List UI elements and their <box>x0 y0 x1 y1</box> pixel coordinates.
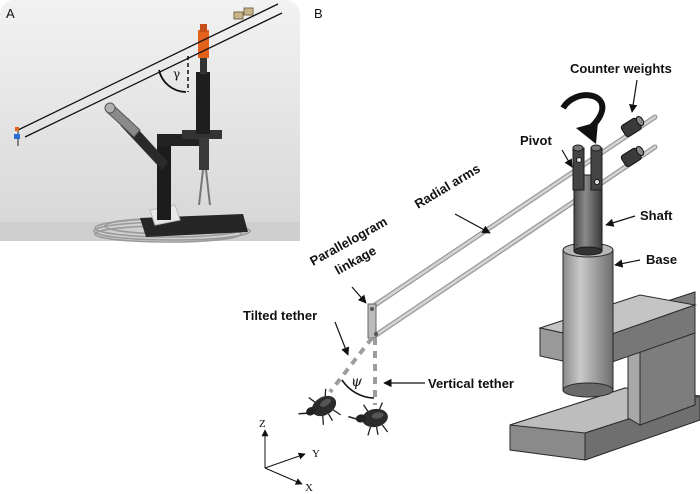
photo-counter-weights <box>233 7 254 20</box>
radial-arms <box>369 114 658 338</box>
beetle-tilted-icon <box>298 388 342 425</box>
panel-b-label: B <box>314 6 323 21</box>
vertical-tether-label: Vertical tether <box>428 376 514 391</box>
axis-x-label: X <box>305 482 313 494</box>
pivot-label: Pivot <box>520 133 552 148</box>
counter-weights <box>620 115 645 168</box>
coordinate-axes <box>261 429 306 485</box>
photo-background <box>0 0 300 241</box>
photo-panel: γ <box>0 0 300 243</box>
base-stand <box>509 291 700 461</box>
tilted-tether <box>328 336 374 394</box>
photo-pivot-tip <box>198 24 209 58</box>
radial-arms-label: Radial arms <box>412 161 483 212</box>
psi-label: ψ <box>351 374 363 390</box>
psi-arc <box>341 379 375 399</box>
pivot <box>572 144 603 191</box>
beetle-vertical-icon <box>348 402 389 436</box>
photo-radial-arms <box>17 3 283 138</box>
counter-weights-label: Counter weights <box>570 61 672 76</box>
panel-a-label: A <box>6 6 15 21</box>
gamma-angle-annotation: γ <box>158 56 189 93</box>
parallelogram-linkage <box>367 303 378 339</box>
gamma-label: γ <box>173 67 180 81</box>
axis-y-label: Y <box>312 448 320 460</box>
rotation-arrow-icon <box>560 92 606 144</box>
base-cylinder <box>562 242 614 398</box>
tilted-tether-label: Tilted tether <box>243 308 317 323</box>
base-label: Base <box>646 252 677 267</box>
photo-sensor <box>104 102 141 138</box>
leader-arrows <box>334 79 641 388</box>
axis-z-label: Z <box>259 418 266 430</box>
shaft-label: Shaft <box>640 208 673 223</box>
photo-tether <box>14 127 20 146</box>
